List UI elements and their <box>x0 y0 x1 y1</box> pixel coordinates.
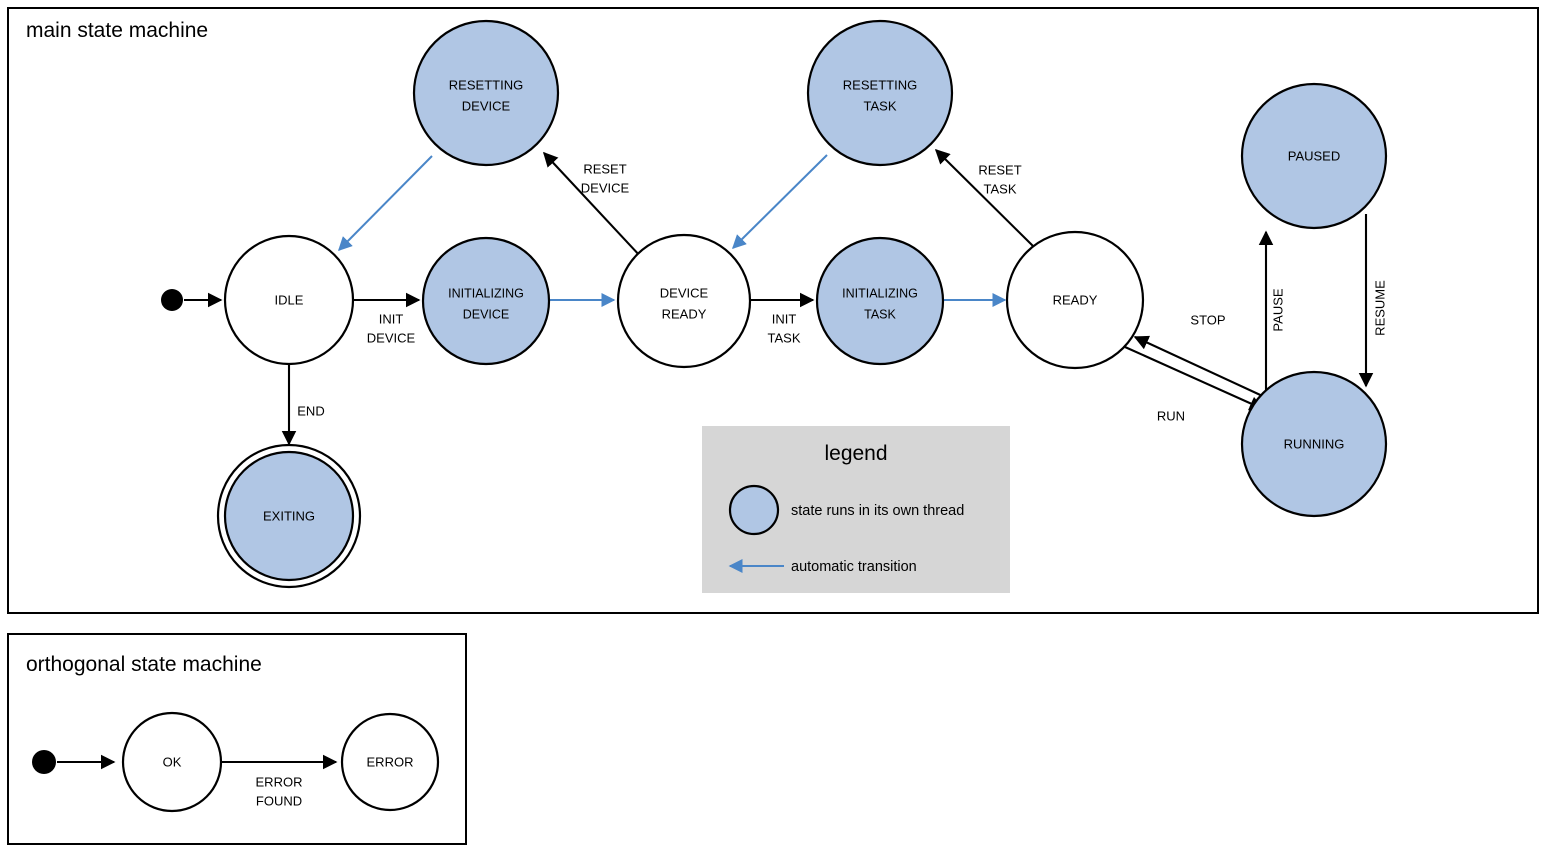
legend-item-auto-transition-label: automatic transition <box>791 559 917 575</box>
state-circle-paused <box>1240 82 1388 230</box>
state-circle-initializing-task <box>815 236 945 366</box>
state-label-running: RUNNING <box>1284 436 1345 451</box>
state-node-device-ready[interactable]: DEVICE READY <box>616 233 752 369</box>
main-state-machine-title: main state machine <box>26 19 208 42</box>
state-circle-resetting-task <box>806 19 954 167</box>
state-label-paused: PAUSED <box>1288 148 1341 163</box>
state-circle-device-ready <box>616 233 752 369</box>
transition-run <box>1124 346 1265 411</box>
state-node-initializing-task[interactable]: INITIALIZING TASK <box>815 236 945 366</box>
state-label-idle: IDLE <box>275 292 304 307</box>
legend-thread-state-icon <box>728 484 780 536</box>
edge-label-error-found-line2: FOUND <box>256 793 302 808</box>
state-node-ready[interactable]: READY <box>1005 230 1145 370</box>
main-state-machine-frame <box>7 7 1539 614</box>
state-label-resetting-task-line1: RESETTING <box>843 77 917 92</box>
state-circle-resetting-device <box>412 19 560 167</box>
orthogonal-state-machine-frame <box>7 633 467 845</box>
state-node-ok[interactable]: OK <box>121 711 223 813</box>
edge-label-reset-device-line2: DEVICE <box>581 180 630 195</box>
state-circle-ok <box>121 711 223 813</box>
state-label-resetting-task-line2: TASK <box>864 98 897 113</box>
orthogonal-initial-state-dot <box>32 750 56 774</box>
state-label-initializing-task-line2: TASK <box>864 307 896 321</box>
edge-label-init-device-line1: INIT <box>379 311 404 326</box>
state-label-exiting: EXITING <box>263 508 315 523</box>
state-circle-error <box>340 712 440 812</box>
state-node-running[interactable]: RUNNING <box>1240 370 1388 518</box>
edge-label-error-found-line1: ERROR <box>256 774 303 789</box>
state-label-ready: READY <box>1053 292 1098 307</box>
edge-label-resume: RESUME <box>1372 280 1387 336</box>
edge-label-pause: PAUSE <box>1270 288 1285 331</box>
state-node-idle[interactable]: IDLE <box>223 234 355 366</box>
state-circle-running <box>1240 370 1388 518</box>
legend: legend state runs in its own thread auto… <box>702 426 1010 593</box>
state-node-error[interactable]: ERROR <box>340 712 440 812</box>
edge-label-init-task-line2: TASK <box>768 330 801 345</box>
edge-label-stop: STOP <box>1190 312 1225 327</box>
state-label-initializing-task-line1: INITIALIZING <box>842 286 918 300</box>
initial-state-dot <box>161 289 183 311</box>
state-node-exiting[interactable]: EXITING <box>216 443 362 589</box>
state-label-ok: OK <box>163 754 182 769</box>
edge-label-reset-task-line2: TASK <box>984 181 1017 196</box>
state-label-resetting-device-line2: DEVICE <box>462 98 511 113</box>
state-circle-idle <box>223 234 355 366</box>
transition-auto-idle <box>338 155 433 251</box>
state-label-initializing-device-line2: DEVICE <box>463 307 510 321</box>
state-node-resetting-task[interactable]: RESETTING TASK <box>806 19 954 167</box>
state-circle-initializing-device <box>421 236 551 366</box>
edge-label-init-device-line2: DEVICE <box>367 330 416 345</box>
transition-reset-device <box>542 151 642 258</box>
state-label-device-ready-line2: READY <box>662 306 707 321</box>
state-label-device-ready-line1: DEVICE <box>660 285 709 300</box>
state-node-paused[interactable]: PAUSED <box>1240 82 1388 230</box>
state-label-resetting-device-line1: RESETTING <box>449 77 523 92</box>
state-node-resetting-device[interactable]: RESETTING DEVICE <box>412 19 560 167</box>
edge-label-reset-device-line1: RESET <box>583 161 626 176</box>
state-label-initializing-device-line1: INITIALIZING <box>448 286 524 300</box>
state-label-error: ERROR <box>367 754 414 769</box>
transition-stop <box>1133 335 1270 400</box>
legend-title: legend <box>824 442 887 465</box>
edge-label-init-task-line1: INIT <box>772 311 797 326</box>
state-circle-ready <box>1005 230 1145 370</box>
orthogonal-state-machine-title: orthogonal state machine <box>26 653 262 676</box>
legend-item-thread-state-label: state runs in its own thread <box>791 503 964 519</box>
edge-label-end: END <box>297 403 324 418</box>
edge-label-run: RUN <box>1157 408 1185 423</box>
state-circle-exiting <box>223 450 355 582</box>
state-node-initializing-device[interactable]: INITIALIZING DEVICE <box>421 236 551 366</box>
transition-reset-task <box>934 148 1034 247</box>
edge-label-reset-task-line1: RESET <box>978 162 1021 177</box>
transition-auto-device-ready-2 <box>732 154 828 249</box>
